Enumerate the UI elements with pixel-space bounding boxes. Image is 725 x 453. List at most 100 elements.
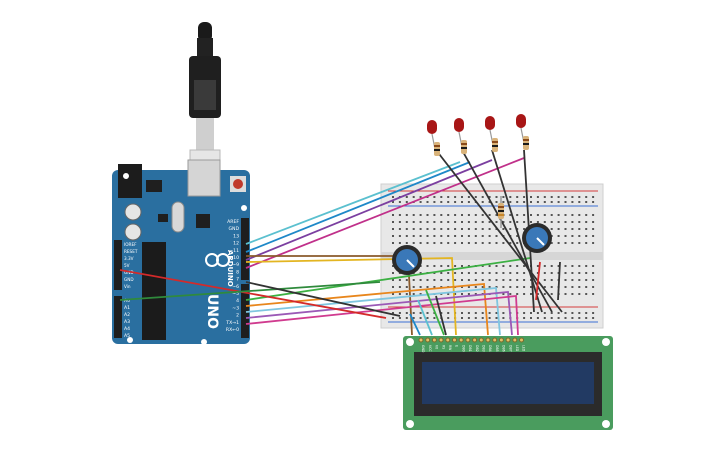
lcd-pin-label: E bbox=[455, 345, 459, 347]
led-icon[interactable] bbox=[485, 116, 498, 152]
lcd-pin[interactable] bbox=[425, 337, 431, 343]
arduino-uno-board[interactable]: ARDUINO UNO AREFGND1312~11~10~987~6~54~3… bbox=[112, 159, 250, 345]
led-icon[interactable] bbox=[516, 114, 529, 150]
wire-black-lcd bbox=[435, 295, 447, 336]
pin-label: ~10 bbox=[229, 255, 239, 261]
lcd-pin-label: GND bbox=[421, 345, 425, 353]
potentiometer-icon[interactable] bbox=[522, 223, 552, 253]
pin-label: 3.3V bbox=[124, 256, 134, 261]
lcd-pin[interactable] bbox=[465, 337, 471, 343]
lcd-pin[interactable] bbox=[505, 337, 511, 343]
led-icon[interactable] bbox=[427, 120, 440, 156]
wires bbox=[119, 149, 563, 336]
wire-black-rail bbox=[557, 261, 561, 301]
pin-label: RX←0 bbox=[226, 327, 239, 333]
pin-label: ~3 bbox=[232, 305, 239, 311]
pin-label: ~9 bbox=[232, 262, 239, 268]
pin-label: 13 bbox=[233, 233, 239, 239]
crystal bbox=[171, 201, 185, 233]
lcd-pin[interactable] bbox=[452, 337, 457, 343]
lcd-pin[interactable] bbox=[519, 337, 524, 343]
pin-label: A3 bbox=[124, 319, 130, 325]
potentiometer-icon[interactable] bbox=[392, 245, 422, 275]
resistor-icon[interactable] bbox=[498, 196, 504, 228]
lcd-pin[interactable] bbox=[418, 337, 424, 343]
lcd-pin[interactable] bbox=[438, 337, 444, 343]
power-header bbox=[114, 240, 122, 290]
pin-label: A5 bbox=[124, 333, 130, 339]
pin-label: IOREF bbox=[124, 242, 137, 247]
lcd-pin-header bbox=[418, 337, 524, 343]
lcd-pin-label: LED bbox=[515, 345, 519, 352]
lcd-pin-label: DB4 bbox=[488, 345, 492, 352]
pin-label: RESET bbox=[124, 249, 138, 254]
digital-header-high bbox=[241, 218, 249, 280]
wire-blue-lcd bbox=[409, 313, 421, 336]
lcd-pin[interactable] bbox=[492, 337, 498, 343]
wire-cyan bbox=[245, 161, 461, 245]
pin-label: ~6 bbox=[232, 284, 239, 290]
lcd-pin-label: DB6 bbox=[502, 345, 506, 352]
lcd-pin[interactable] bbox=[478, 337, 484, 343]
microcontroller-chip bbox=[142, 242, 166, 340]
arduino-brand: UNO bbox=[204, 294, 220, 329]
pin-label: A4 bbox=[124, 326, 130, 332]
breadboard[interactable] bbox=[380, 183, 604, 329]
wire-magenta bbox=[245, 157, 525, 269]
pin-label: 5V bbox=[124, 263, 130, 268]
wire-green-lcd2 bbox=[425, 289, 445, 336]
lcd-pin-label: RW bbox=[448, 345, 452, 351]
lcd-pin-label: LED bbox=[522, 345, 526, 352]
wire-pink bbox=[245, 295, 519, 336]
lcd-pin-label: DB5 bbox=[495, 345, 499, 352]
wire-black-led3 bbox=[491, 149, 543, 313]
arduino-logo-icon bbox=[205, 253, 230, 267]
resistor-icon bbox=[461, 140, 467, 154]
arduino-logo-text: ARDUINO bbox=[226, 250, 234, 287]
lcd-pin-label: DB1 bbox=[468, 345, 472, 352]
lcd-pin[interactable] bbox=[431, 337, 437, 343]
power-jack bbox=[118, 164, 142, 198]
pin-label: A2 bbox=[124, 312, 130, 318]
pin-label: TX→1 bbox=[225, 320, 239, 326]
led-icon[interactable] bbox=[454, 118, 467, 154]
pin-label: 8 bbox=[236, 269, 239, 275]
wire-yellow bbox=[245, 257, 457, 336]
lcd-pin[interactable] bbox=[472, 337, 478, 343]
pin-label: GND bbox=[228, 226, 239, 232]
pin-label: Vin bbox=[124, 284, 131, 289]
resistor-icon bbox=[434, 142, 440, 156]
lcd-pin-label: DB7 bbox=[508, 345, 512, 352]
capacitor bbox=[124, 223, 142, 241]
lcd-pin-label: DB0 bbox=[461, 345, 465, 352]
pin-label: 2 bbox=[236, 313, 239, 319]
lcd-pin[interactable] bbox=[512, 337, 518, 343]
analog-header bbox=[114, 296, 122, 338]
led-array bbox=[427, 114, 529, 156]
wire-cyan-lcd bbox=[417, 299, 433, 336]
wire-purple bbox=[245, 159, 493, 261]
lcd-pin[interactable] bbox=[445, 337, 451, 343]
lcd-pin[interactable] bbox=[485, 337, 491, 343]
usb-socket bbox=[187, 159, 221, 197]
pin-label: 12 bbox=[233, 241, 239, 247]
wire-lightblue bbox=[245, 287, 501, 336]
wire-black-led1 bbox=[435, 149, 563, 313]
lcd-pin-label: V0 bbox=[435, 345, 439, 349]
capacitor bbox=[124, 203, 142, 221]
lcd-pin[interactable] bbox=[458, 337, 464, 343]
wire-blue bbox=[245, 161, 471, 253]
wire-red-rail bbox=[535, 261, 541, 301]
lcd-pin[interactable] bbox=[498, 337, 504, 343]
pin-label: 7 bbox=[236, 277, 239, 283]
pin-label: ~5 bbox=[232, 291, 239, 297]
pin-label: AREF bbox=[227, 219, 239, 225]
pin-label: A0 bbox=[124, 298, 130, 304]
resistor-icon bbox=[492, 138, 498, 152]
lcd-screen bbox=[422, 362, 594, 404]
